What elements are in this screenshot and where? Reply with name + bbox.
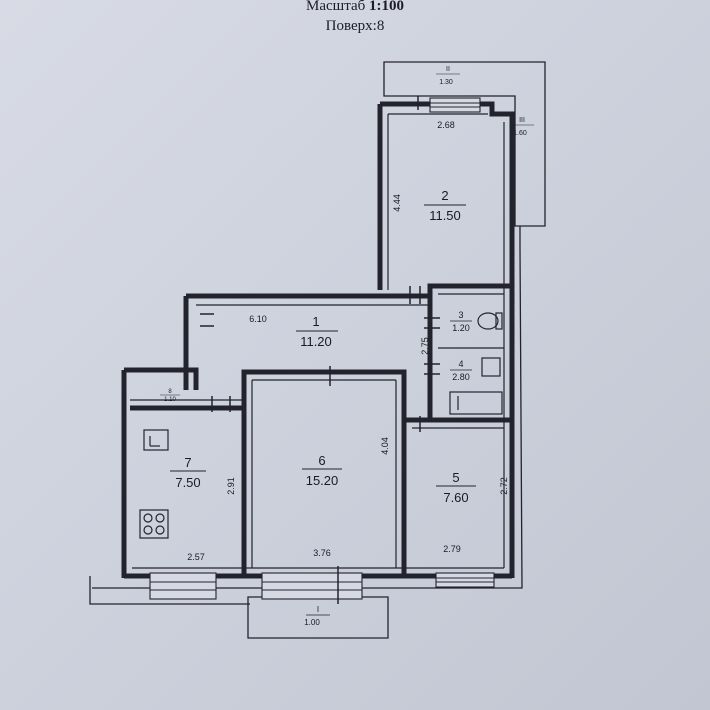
- room-7-number: 7: [184, 455, 191, 470]
- window-bottom-left: [149, 572, 217, 600]
- scale-value: 1:100: [368, 0, 404, 14]
- room-5-number: 5: [452, 470, 459, 485]
- room-2-area: 11.50: [429, 208, 461, 223]
- dim-2-57: 2.57: [187, 552, 205, 562]
- dim-2-75: 2.75: [420, 337, 430, 355]
- room-4-number: 4: [458, 359, 463, 369]
- room-6-number: 6: [318, 453, 325, 468]
- stove-fixture: [139, 509, 169, 539]
- window-top: [429, 97, 481, 113]
- room-6-area: 15.20: [306, 473, 339, 488]
- room-3-area: 1.20: [452, 323, 470, 333]
- room-1-number: 1: [312, 314, 319, 329]
- dim-2-79: 2.79: [443, 544, 461, 554]
- room-7-area: 7.50: [175, 475, 200, 490]
- dim-2-72: 2.72: [499, 477, 509, 495]
- wall-room-2: [380, 101, 515, 578]
- room-8-area: 1.10: [164, 397, 176, 403]
- sink-fixture: [143, 429, 169, 451]
- dim-2-68: 2.68: [437, 120, 455, 130]
- dim-2-91: 2.91: [226, 477, 236, 495]
- bathtub-fixture: [449, 391, 503, 415]
- room-3-number: 3: [458, 310, 463, 320]
- dim-3-76: 3.76: [313, 548, 331, 558]
- balcony-ii-number: II: [446, 66, 450, 73]
- scale-heading: Масштаб 1:100: [0, 0, 710, 15]
- room-4-area: 2.80: [452, 372, 470, 382]
- floor-heading: Поверх:8: [325, 18, 385, 34]
- room-5-area: 7.60: [443, 490, 468, 505]
- balcony-i-area: 1.00: [304, 618, 320, 627]
- wall-bathroom-block: [427, 283, 515, 423]
- dim-4-04: 4.04: [380, 437, 390, 455]
- wall-room-7-outer: [124, 367, 199, 390]
- balcony-ii-outline: [383, 61, 546, 227]
- window-bottom-mid: [261, 572, 363, 600]
- balcony-i-number: I: [317, 605, 319, 614]
- balcony-iii-area: 1.60: [513, 130, 527, 137]
- balcony-iii-number: III: [519, 117, 525, 124]
- scale-label: Масштаб: [306, 0, 366, 14]
- window-bottom-right: [435, 572, 495, 588]
- dim-4-44: 4.44: [392, 194, 402, 212]
- outer-frame-left: [89, 576, 250, 605]
- washbasin-fixture: [481, 357, 501, 377]
- dim-6-10: 6.10: [249, 314, 267, 324]
- room-8-number: 8: [168, 389, 172, 395]
- toilet-fixture: [477, 312, 499, 330]
- room-2-number: 2: [441, 188, 448, 203]
- balcony-ii-area: 1.30: [439, 79, 453, 86]
- room-1-area: 11.20: [300, 334, 332, 349]
